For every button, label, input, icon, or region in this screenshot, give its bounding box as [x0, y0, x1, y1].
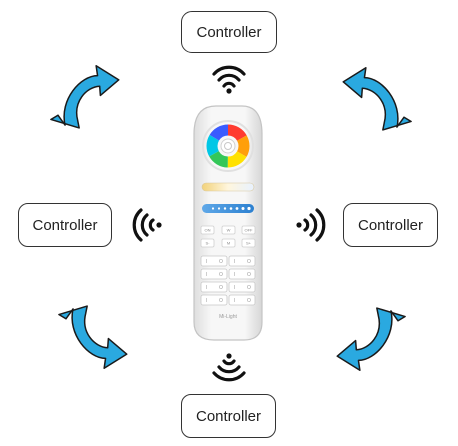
zone-on-label: I — [206, 298, 207, 304]
curved-double-arrow-icon — [45, 60, 124, 139]
zone-button — [228, 294, 256, 306]
zone-on-label: I — [234, 259, 235, 265]
controller-left-label: Controller — [32, 216, 98, 234]
zone-buttons: I O I O I O I O I O I O I O I O — [200, 255, 256, 306]
wifi-right-icon — [296, 208, 326, 242]
btn-s-plus-label: S+ — [246, 241, 252, 246]
btn-m-label: M — [227, 241, 230, 246]
zone-on-label: I — [234, 272, 235, 278]
wifi-left-icon — [132, 208, 162, 242]
brightness-slider — [202, 204, 254, 213]
zone-off-label: O — [247, 298, 251, 304]
curved-double-arrow-icon — [332, 297, 411, 376]
controller-top-label: Controller — [196, 23, 262, 41]
zone-on-label: I — [206, 272, 207, 278]
zone-off-label: O — [219, 272, 223, 278]
remote-control: ON W OFF S- M S+ I O I O I O I O I O I O I O I O Mi-Lig… — [193, 105, 263, 341]
controller-top: Controller — [181, 11, 277, 53]
zone-on-label: I — [234, 298, 235, 304]
btn-on-label: ON — [205, 228, 211, 233]
zone-off-label: O — [219, 259, 223, 265]
zone-button — [228, 255, 256, 267]
zone-off-label: O — [219, 298, 223, 304]
controller-bottom: Controller — [181, 394, 276, 438]
zone-button — [200, 281, 228, 293]
zone-off-label: O — [219, 285, 223, 291]
controller-bottom-label: Controller — [195, 407, 262, 425]
zone-button — [228, 268, 256, 280]
btn-off-label: OFF — [245, 228, 254, 233]
curved-double-arrow-icon — [53, 295, 132, 374]
controller-right-label: Controller — [357, 216, 424, 234]
controller-left: Controller — [18, 203, 112, 247]
zone-off-label: O — [247, 285, 251, 291]
cct-slider — [201, 182, 255, 192]
zone-button — [228, 281, 256, 293]
function-buttons — [200, 225, 256, 248]
remote-brand: Mi-Light — [219, 314, 237, 320]
controller-right: Controller — [343, 203, 438, 247]
btn-w-label: W — [227, 228, 231, 233]
zone-button — [200, 294, 228, 306]
btn-s-minus-label: S- — [206, 241, 211, 246]
zone-button — [200, 255, 228, 267]
zone-on-label: I — [206, 259, 207, 265]
zone-button — [200, 268, 228, 280]
curved-double-arrow-icon — [338, 62, 417, 141]
wifi-down-icon — [212, 353, 246, 382]
wifi-up-icon — [212, 65, 246, 94]
zone-on-label: I — [234, 285, 235, 291]
zone-on-label: I — [206, 285, 207, 291]
color-wheel-icon — [202, 120, 254, 172]
zone-off-label: O — [247, 272, 251, 278]
zone-off-label: O — [247, 259, 251, 265]
